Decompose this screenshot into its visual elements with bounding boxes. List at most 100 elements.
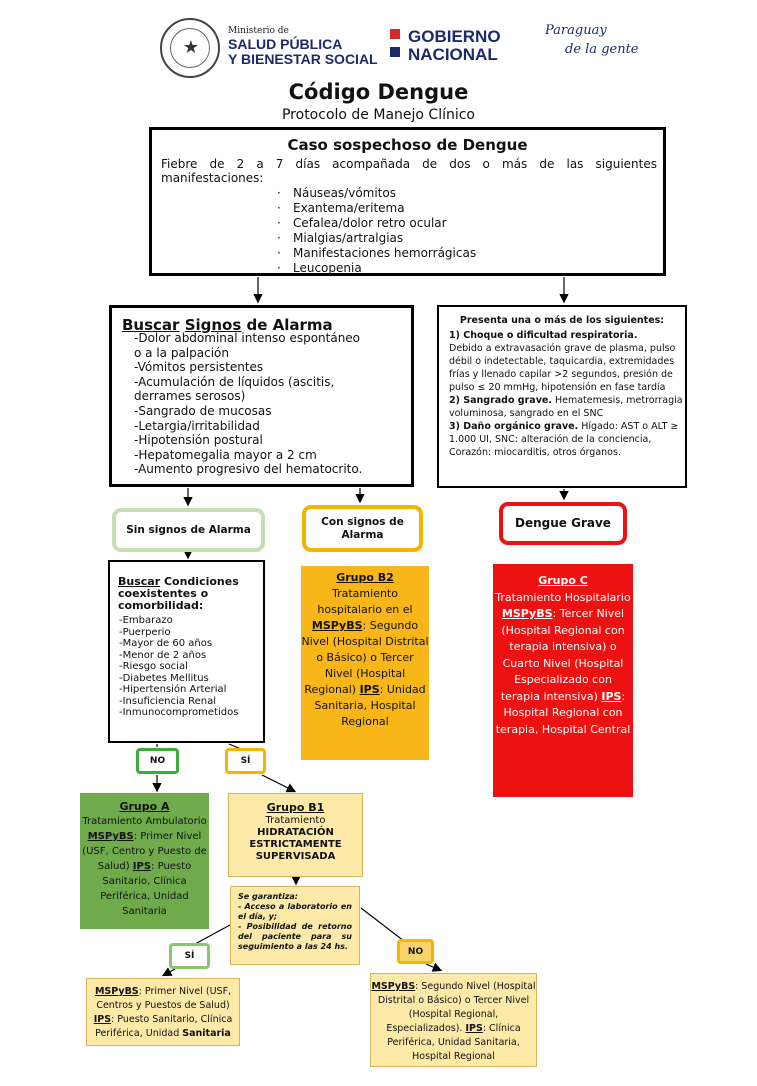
ro-text-1: : Segundo Nivel (Hospital Distrital o Bá… xyxy=(377,981,536,1034)
ministry-name-line1: SALUD PÚBLICA xyxy=(228,36,343,52)
no-outcome-box: MSPyBS: Segundo Nivel (Hospital Distrita… xyxy=(370,973,537,1067)
alarma-title-buscar: Buscar xyxy=(122,316,180,334)
government-seal: ★ xyxy=(160,18,220,78)
list-item: o a la palpación xyxy=(134,345,229,360)
dengue-grave-criteria-box: Presenta una o más de los siguientes: 1)… xyxy=(437,305,687,488)
list-item: -Inmunocomprometidos xyxy=(119,707,239,718)
caso-sospechoso-box: Caso sospechoso de Dengue Fiebre de 2 a … xyxy=(149,127,666,276)
caso-symptom-list: Náuseas/vómitos Exantema/eritema Cefalea… xyxy=(277,186,476,276)
grupo-b1-hidratacion: HIDRATACIÓN ESTRICTAMENTE SUPERVISADA xyxy=(249,827,342,862)
list-item: -Hipertensión Arterial xyxy=(119,684,227,695)
ro-mspybs: MSPyBS xyxy=(371,981,416,992)
list-item: Náuseas/vómitos xyxy=(277,186,476,201)
b2-text-1: Tratamiento hospitalario en el xyxy=(317,587,413,616)
grupo-a-box: Grupo A Tratamiento Ambulatorio MSPyBS: … xyxy=(80,793,209,929)
paraguay-logo-line2: de la gente xyxy=(565,42,639,57)
garantiza-box: Se garantiza: - Acceso a laboratorio en … xyxy=(230,886,360,965)
gc-ips: IPS xyxy=(601,689,622,703)
ro-ips: IPS xyxy=(465,1023,483,1034)
list-item: -Hepatomegalia mayor a 2 cm xyxy=(134,447,317,462)
ga-text-1: Tratamiento Ambulatorio xyxy=(82,816,207,827)
list-item: -Puerperio xyxy=(119,626,171,638)
grupo-b1-text: Tratamiento xyxy=(265,815,326,826)
grupo-c-title: Grupo C xyxy=(538,574,588,587)
list-item: Mialgias/artralgias xyxy=(277,231,476,246)
gc-text-3: : Hospital Regional con terapia, Hospita… xyxy=(495,689,631,736)
decision-no-comorbidity: NO xyxy=(136,748,179,774)
seal-inner-ring: ★ xyxy=(170,28,210,68)
lo-ips: IPS xyxy=(93,1014,112,1025)
decision-si-guarantee: SÍ xyxy=(169,943,210,969)
garantiza-item-1: - Acceso a laboratorio en el día, y; xyxy=(238,902,352,921)
garantiza-item-2: - Posibilidad de retorno del paciente pa… xyxy=(238,922,352,951)
list-item: Manifestaciones hemorrágicas xyxy=(277,246,476,261)
gobierno-line2: NACIONAL xyxy=(408,45,498,64)
grupo-c-text: Tratamiento Hospitalario MSPyBS: Tercer … xyxy=(493,590,633,739)
lo-mspybs: MSPyBS xyxy=(94,986,139,997)
arrow-si-lo xyxy=(161,967,176,977)
arrow-no-ro xyxy=(425,962,443,972)
criterion-1-text: Debido a extravasación grave de plasma, … xyxy=(449,343,676,393)
ministry-name-line2: Y BIENESTAR SOCIAL xyxy=(228,51,378,67)
grupo-b1-title: Grupo B1 xyxy=(266,801,325,814)
criterion-2-text: Hematemesis, metrorragia voluminosa, san… xyxy=(449,395,683,419)
condiciones-title: Buscar Condiciones coexistentes o comorb… xyxy=(118,576,258,612)
paraguay-logo-line1: Paraguay xyxy=(545,23,607,38)
grupo-c-box: Grupo C Tratamiento Hospitalario MSPyBS:… xyxy=(493,564,633,797)
b2-ips: IPS xyxy=(359,683,380,696)
list-item: -Aumento progresivo del hematocrito. xyxy=(134,462,363,477)
list-item: Leucopenia xyxy=(277,261,476,276)
list-item: Cefalea/dolor retro ocular xyxy=(277,216,476,231)
signos-alarma-box: Buscar Signos de Alarma -Dolor abdominal… xyxy=(109,305,414,487)
gobierno-nacional-logo: GOBIERNO NACIONAL xyxy=(408,28,501,64)
alarma-title-signos: Signos xyxy=(184,316,242,334)
condiciones-title-buscar: Buscar xyxy=(118,575,161,588)
list-item: -Mayor de 60 años xyxy=(119,638,213,649)
con-signos-alarma-badge: Con signos de Alarma xyxy=(302,505,423,552)
grupo-b2-text: Tratamiento hospitalario en el MSPyBS: S… xyxy=(301,586,429,730)
ga-text-2: : Primer Nivel (USF, Centro y Puesto de … xyxy=(82,831,207,872)
list-item: -Hipotensión postural xyxy=(134,433,263,448)
flag-red-square xyxy=(390,29,400,39)
condiciones-list: -Embarazo -Puerperio -Mayor de 60 años -… xyxy=(119,615,238,719)
condiciones-title-rest: Condiciones coexistentes o comorbilidad: xyxy=(118,575,239,612)
lo-text-3: Sanitaria xyxy=(182,1028,231,1039)
list-item: -Acumulación de líquidos (ascitis, xyxy=(134,374,335,389)
grupo-b2-box: Grupo B2 Tratamiento hospitalario en el … xyxy=(301,566,429,760)
list-item: -Vómitos persistentes xyxy=(134,360,264,375)
gobierno-line1: GOBIERNO xyxy=(408,27,501,46)
gc-text-2: : Tercer Nivel (Hospital Regional con te… xyxy=(500,607,625,703)
ga-mspybs: MSPyBS xyxy=(87,831,134,842)
criterion-3-heading: 3) Daño orgánico grave. xyxy=(449,421,579,432)
list-item: -Letargia/irritabilidad xyxy=(134,418,260,433)
ro-text-2: : Clínica Periférica, Unidad Sanitaria, … xyxy=(387,1023,521,1062)
criterion-1-heading: 1) Choque o dificultad respiratoria. xyxy=(449,330,638,341)
alarma-title-rest: de Alarma xyxy=(241,316,333,334)
si-outcome-box: MSPyBS: Primer Nivel (USF, Centros y Pue… xyxy=(86,978,240,1046)
list-item: -Sangrado de mucosas xyxy=(134,403,272,418)
b2-text-2: : Segundo Nivel (Hospital Distrital o Bá… xyxy=(301,619,429,696)
garantiza-heading: Se garantiza: xyxy=(238,892,298,901)
alarma-list: -Dolor abdominal intenso espontáneo o a … xyxy=(134,332,362,478)
criterion-2-heading: 2) Sangrado grave. xyxy=(449,395,552,406)
gc-text-1: Tratamiento Hospitalario xyxy=(495,590,631,604)
decision-si-comorbidity: SÍ xyxy=(225,748,266,774)
grave-criteria-title: Presenta una o más de los siguientes: xyxy=(459,315,665,326)
grupo-a-title: Grupo A xyxy=(119,800,170,813)
decision-no-guarantee: NO xyxy=(397,939,434,964)
arrow-si-gb1 xyxy=(261,774,297,793)
list-item: -Menor de 2 años xyxy=(119,649,207,661)
lo-text-2: : Puesto Sanitario, Clínica Periférica, … xyxy=(95,1014,233,1039)
caso-title: Caso sospechoso de Dengue xyxy=(287,136,528,154)
lo-text-1: : Primer Nivel (USF, Centros y Puestos d… xyxy=(96,986,232,1011)
ministry-label: Ministerio de xyxy=(228,26,289,36)
list-item: derrames serosos) xyxy=(134,389,246,404)
arrow-garant-no xyxy=(360,907,405,942)
grupo-b1-box: Grupo B1 Tratamiento HIDRATACIÓN ESTRICT… xyxy=(228,793,363,877)
dengue-grave-badge: Dengue Grave xyxy=(499,502,627,545)
alarma-title: Buscar Signos de Alarma xyxy=(122,316,333,334)
list-item: -Insuficiencia Renal xyxy=(119,695,216,707)
list-item: Exantema/eritema xyxy=(277,201,476,216)
page-title: Código Dengue xyxy=(288,80,469,104)
star-icon: ★ xyxy=(182,37,200,58)
